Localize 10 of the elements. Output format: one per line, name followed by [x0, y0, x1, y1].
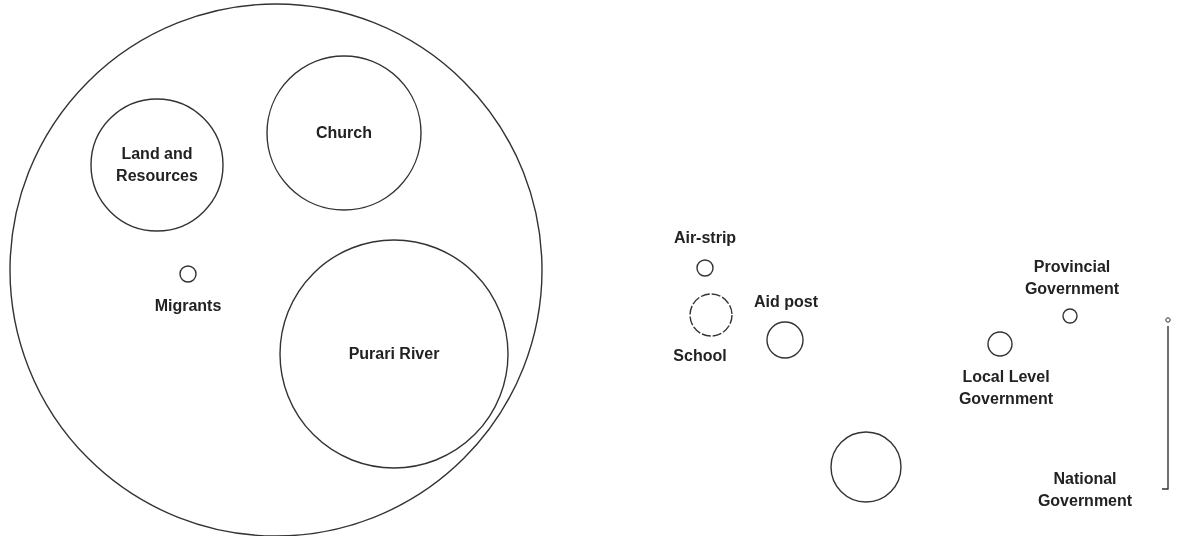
circle-label: Migrants: [153, 296, 223, 316]
circle-label: Aid post: [753, 292, 819, 312]
circle-label: Land and Resources: [115, 144, 199, 186]
circle-label: National Government: [1036, 469, 1134, 511]
circle-label: Local Level Government: [957, 367, 1055, 409]
circle-label: Church: [315, 123, 373, 143]
circle-label: Provincial Government: [1023, 257, 1121, 299]
circle-label: Purari River: [347, 344, 441, 364]
circle-label: School: [672, 346, 728, 366]
circle-label: Air-strip: [672, 228, 738, 248]
